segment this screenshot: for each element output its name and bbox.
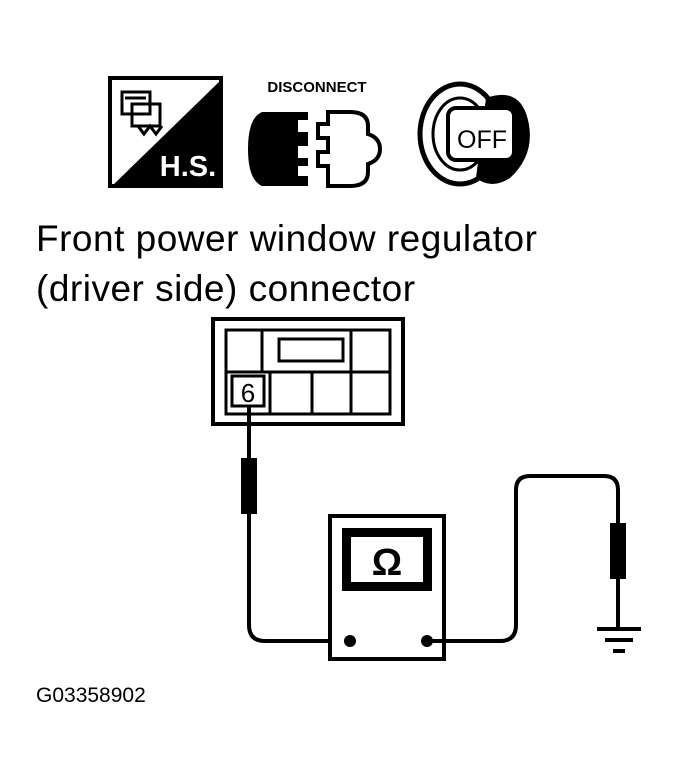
meter-terminal-left (344, 635, 356, 647)
diagram-title-line-1: Front power window regulator (36, 218, 538, 259)
diagram-title-line-2: (driver side) connector (36, 268, 416, 309)
probe-lead-right (427, 474, 620, 643)
ignition-off-label: OFF (457, 126, 507, 154)
probe-lead-left (247, 406, 340, 643)
ohmmeter: Ω (328, 514, 446, 661)
terminal-6-label: 6 (241, 378, 255, 408)
terminal-6: 6 (230, 374, 266, 408)
disconnect-icon: DISCONNECT (248, 79, 383, 188)
connector-half-left-icon (248, 112, 308, 186)
probe-right (610, 523, 626, 579)
ignition-key-off-icon: OFF (417, 81, 530, 187)
connector-face (211, 317, 405, 426)
harness-side-icon: H.S. (108, 76, 223, 188)
probe-left (241, 458, 257, 514)
ohm-symbol: Ω (372, 542, 402, 584)
disconnect-label: DISCONNECT (267, 79, 366, 96)
connector-half-right-icon (316, 110, 383, 188)
figure-id: G03358902 (36, 684, 146, 707)
hs-label: H.S. (160, 151, 216, 183)
ground-symbol-icon (597, 627, 641, 653)
harness-sketch-icon (120, 90, 164, 137)
